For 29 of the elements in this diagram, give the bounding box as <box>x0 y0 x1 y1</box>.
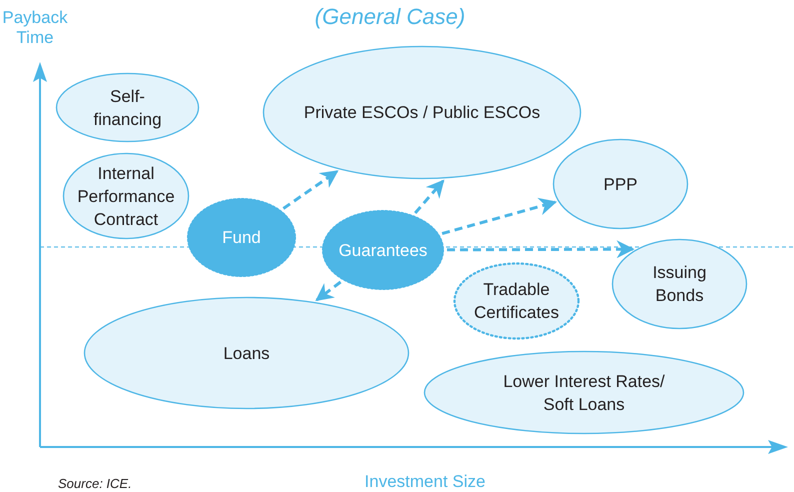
ellipse-node <box>423 350 745 435</box>
node-label: Self-financing <box>92 86 163 130</box>
arrow <box>282 170 339 210</box>
ellipse-node <box>552 138 689 230</box>
node-label: PPP <box>603 174 638 196</box>
arrow <box>315 280 342 302</box>
node-label: Guarantees <box>338 240 428 262</box>
ellipse-node <box>611 238 748 330</box>
arrow <box>442 198 558 236</box>
arrow <box>414 179 444 214</box>
node-label: Private ESCOs / Public ESCOs <box>304 102 540 124</box>
ellipse-node <box>262 45 582 180</box>
ellipse-node <box>62 152 190 240</box>
arrow <box>447 240 635 258</box>
ellipse-node <box>453 262 580 340</box>
ellipse-node <box>322 210 444 290</box>
diagram-title: (General Case) <box>314 4 466 30</box>
axis-title: Payback Time <box>1 8 69 48</box>
ellipse-node <box>83 296 410 410</box>
axis-title: Investment Size <box>364 472 486 492</box>
ellipse-node <box>55 72 200 143</box>
node-label: Loans <box>223 342 270 364</box>
ellipse-node <box>187 198 296 277</box>
node-label: Internal Performance Contract <box>76 162 176 230</box>
node-label: Tradable Certificates <box>472 279 560 324</box>
node-label: Fund <box>222 227 261 249</box>
node-label: Lower Interest Rates/ Soft Loans <box>502 370 666 416</box>
node-label: Issuing Bonds <box>652 262 708 307</box>
source-note: Source: ICE. <box>58 475 133 492</box>
